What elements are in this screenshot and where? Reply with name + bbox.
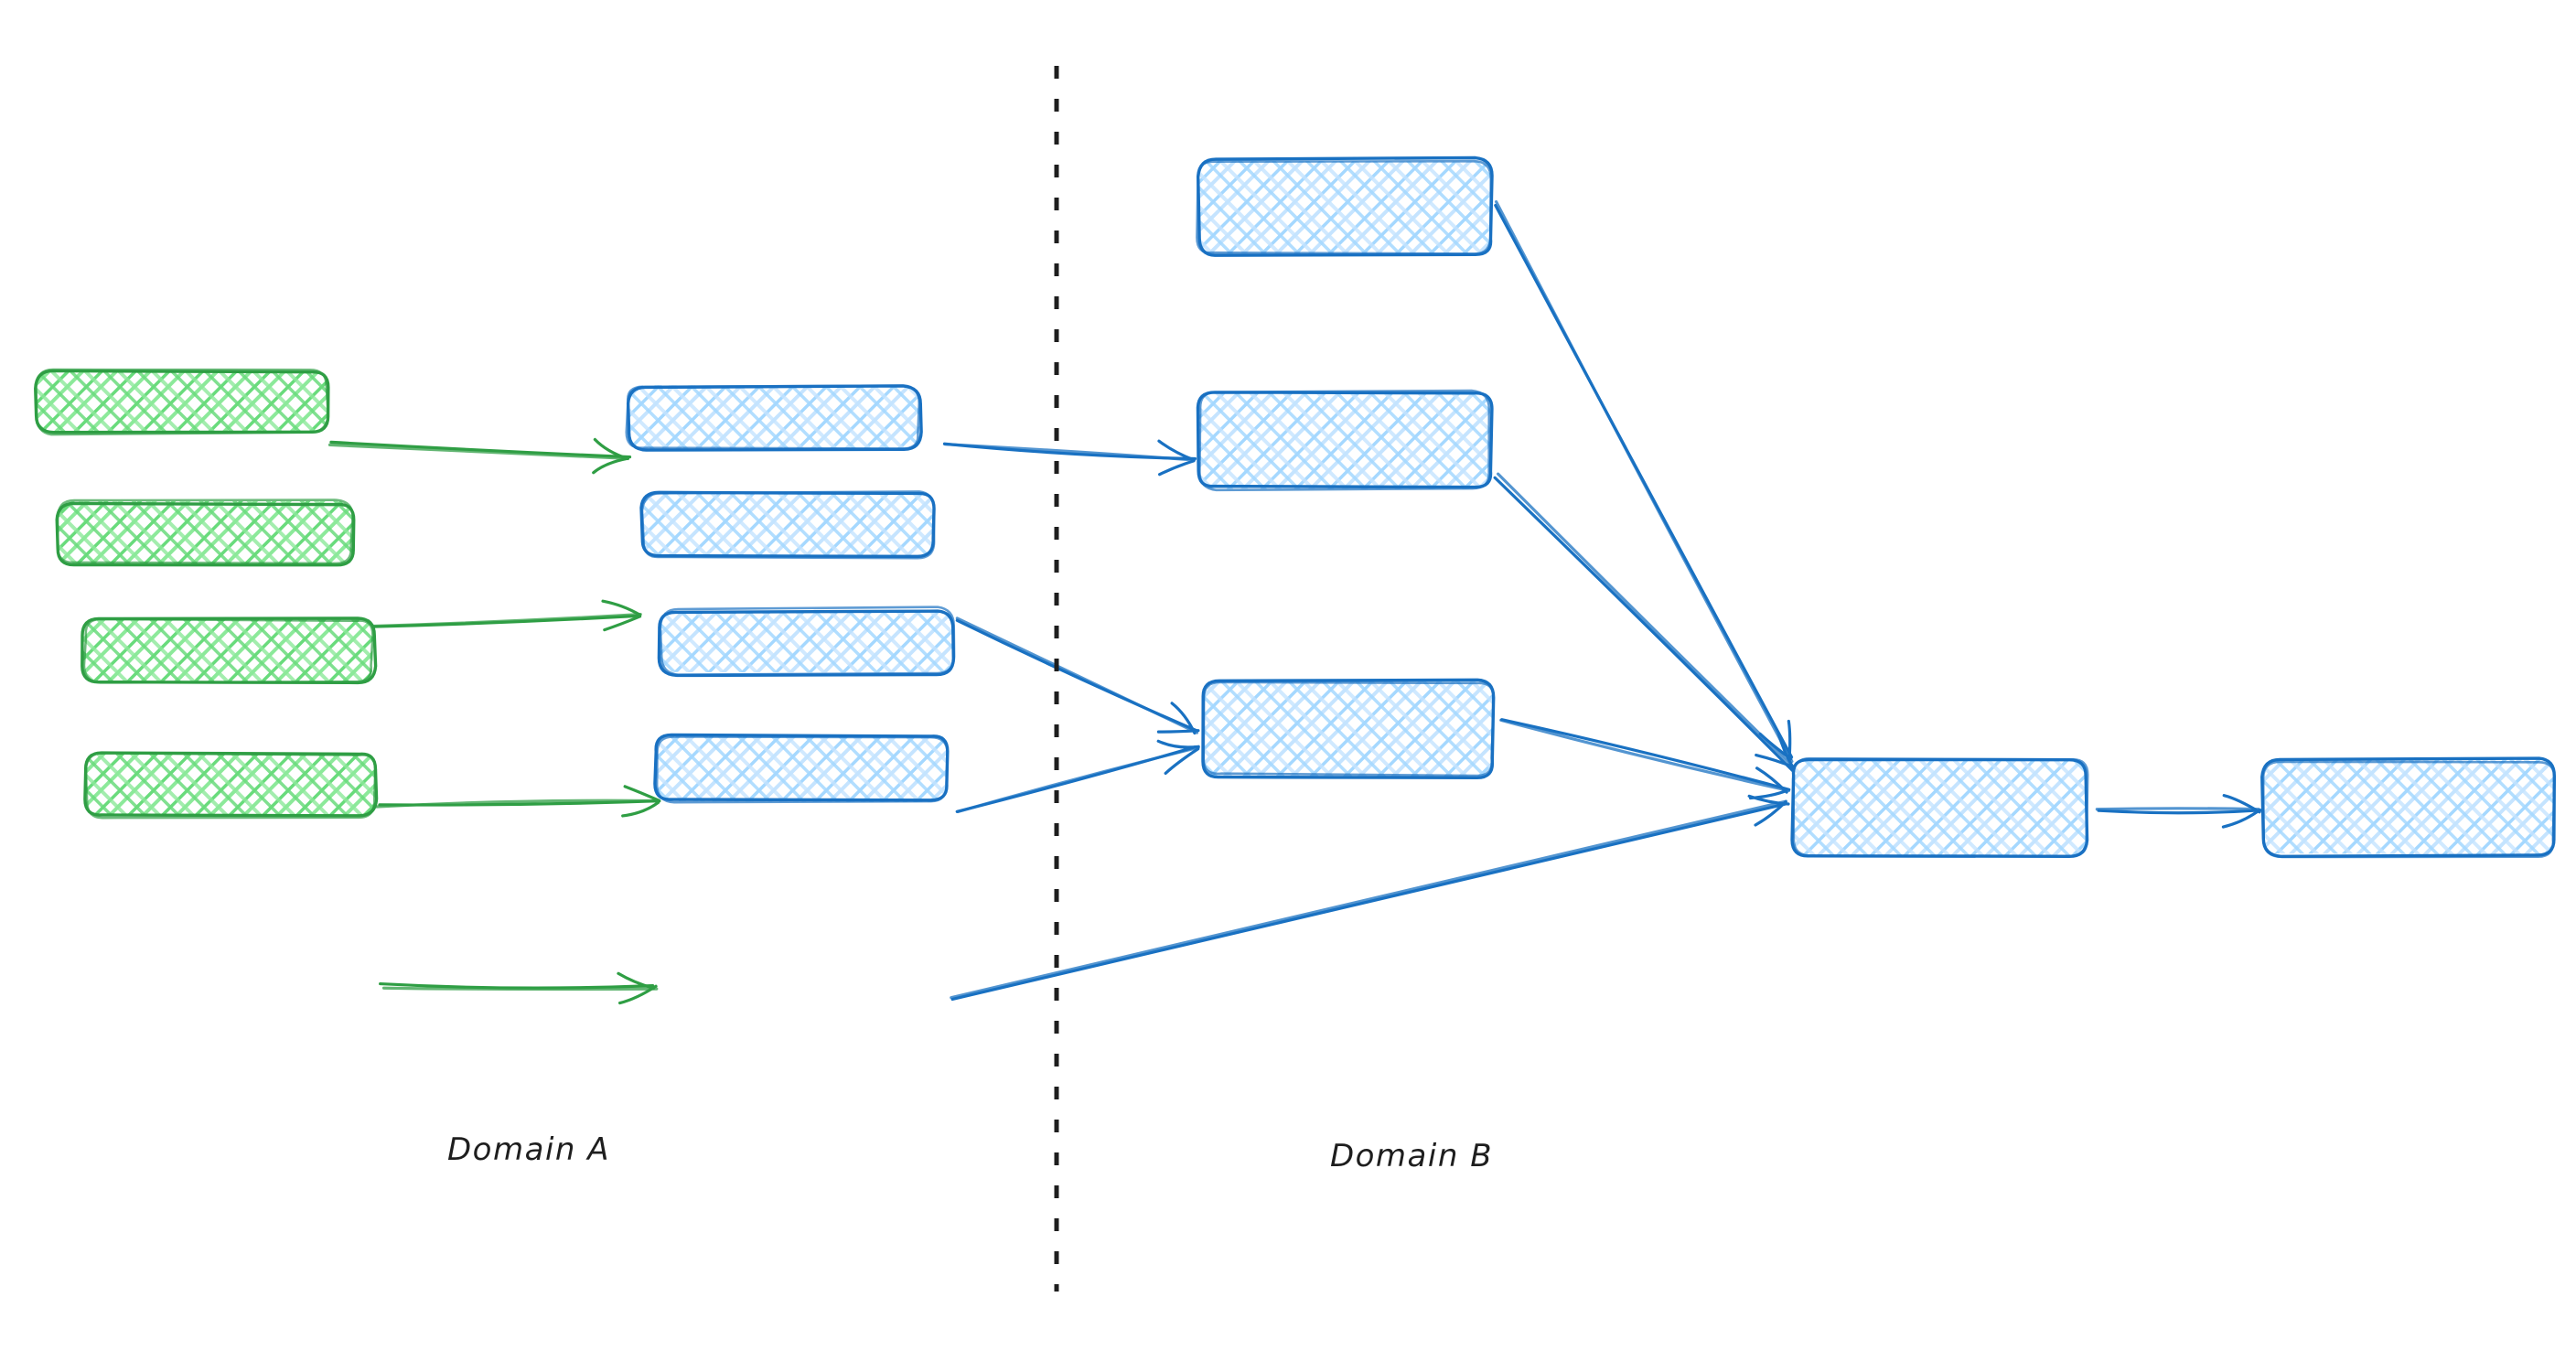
domain-label-domain-b: Domain B [1330, 1138, 1493, 1174]
node-blue-right-middle[interactable] [1196, 389, 1494, 492]
edge-blue-right-top-to-blue-converge [1494, 199, 1794, 764]
edge-blue-mid-2-to-blue-right-lower [955, 616, 1200, 735]
node-green-2[interactable] [55, 498, 356, 567]
edge-green-1-to-blue-mid-1 [327, 437, 632, 475]
node-blue-converge[interactable] [1790, 756, 2089, 858]
node-blue-mid-1[interactable] [625, 384, 923, 452]
edges-layer [327, 199, 2263, 1005]
edge-green-4-to-blue-mid-4 [379, 971, 659, 1005]
node-blue-mid-3[interactable] [657, 606, 956, 678]
node-blue-right-top[interactable] [1196, 155, 1494, 257]
edge-green-2-to-blue-mid-2 [353, 599, 642, 632]
node-blue-output[interactable] [2260, 756, 2556, 859]
edge-blue-mid-4-to-blue-converge [950, 794, 1790, 1002]
edge-green-3-to-blue-mid-3 [374, 785, 661, 818]
node-green-4[interactable] [83, 751, 379, 820]
edge-blue-right-middle-to-blue-converge [1493, 472, 1796, 773]
node-green-3[interactable] [80, 616, 378, 685]
node-blue-mid-2[interactable] [639, 490, 936, 560]
edge-blue-mid-1-to-blue-right-middle [942, 439, 1197, 477]
node-blue-right-lower[interactable] [1201, 678, 1496, 780]
edge-blue-mid-3-to-blue-right-lower [955, 739, 1200, 814]
domain-label-domain-a: Domain A [447, 1131, 610, 1168]
nodes-layer [34, 155, 2556, 859]
edge-blue-right-lower-to-blue-converge [1499, 718, 1791, 800]
edge-blue-converge-to-blue-output [2095, 794, 2263, 829]
domain-labels-layer: Domain A Domain B [447, 1131, 1493, 1174]
node-blue-mid-4[interactable] [653, 733, 950, 804]
node-green-1[interactable] [34, 368, 330, 436]
